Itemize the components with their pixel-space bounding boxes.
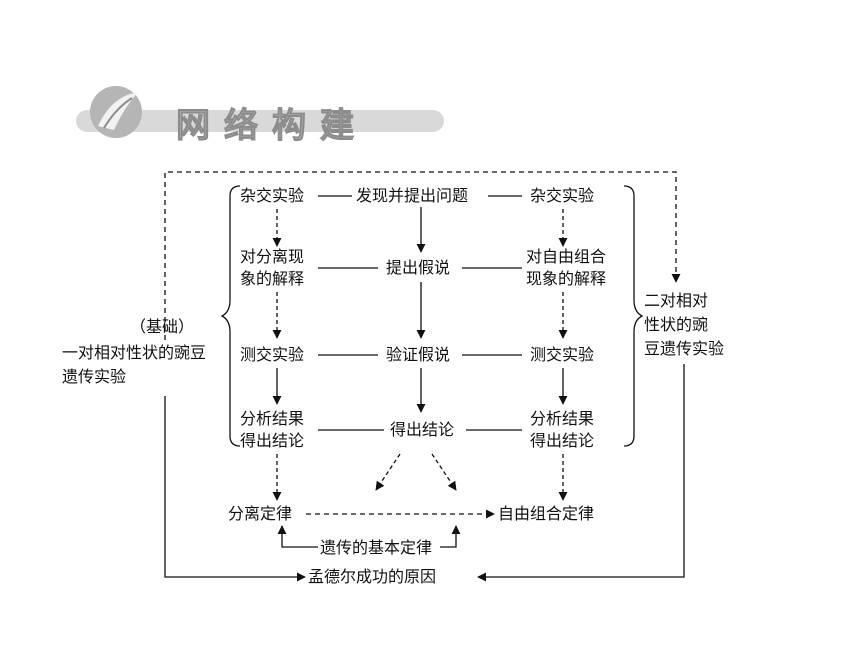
middle-conclusion: 得出结论: [390, 420, 455, 439]
mendel-success-reasons: 孟德尔成功的原因: [308, 567, 437, 586]
basis-label: （基础）: [130, 317, 195, 336]
independent-assortment-law: 自由组合定律: [498, 504, 595, 523]
basic-laws-of-heredity: 遗传的基本定律: [320, 538, 433, 557]
diag-arrow-right: [431, 453, 457, 491]
middle-hypothesis: 提出假说: [386, 258, 451, 277]
right-testcross-experiment: 测交实验: [530, 345, 595, 364]
one-pair-experiment-line1: 一对相对性状的豌豆: [62, 343, 207, 362]
diag-arrow-left: [375, 453, 401, 491]
right-analysis-line2: 得出结论: [530, 431, 595, 450]
two-pair-experiment-line3: 豆遗传实验: [644, 339, 725, 358]
left-analysis-line1: 分析结果: [240, 409, 305, 428]
right-explanation-line2: 现象的解释: [526, 269, 607, 288]
right-analysis-line1: 分析结果: [530, 409, 595, 428]
left-explanation-line2: 象的解释: [240, 269, 305, 288]
left-testcross-experiment: 测交实验: [240, 345, 305, 364]
page-title: 网络构建: [176, 106, 368, 147]
left-analysis-line2: 得出结论: [240, 431, 305, 450]
left-brace: [220, 185, 241, 447]
left-explanation-line1: 对分离现: [240, 247, 305, 266]
left-to-success-arrow: [164, 396, 306, 582]
two-pair-experiment-line1: 二对相对: [644, 291, 709, 310]
basic-laws-to-segregation: [277, 525, 318, 548]
right-brace: [623, 185, 644, 447]
basic-laws-to-combination: [440, 525, 461, 548]
top-dashed-connector: [164, 171, 681, 340]
left-cross-experiment: 杂交实验: [240, 186, 305, 205]
right-cross-experiment: 杂交实验: [530, 186, 595, 205]
segregation-law: 分离定律: [228, 504, 293, 523]
middle-pose-question: 发现并提出问题: [356, 186, 469, 205]
middle-verify-hypothesis: 验证假说: [386, 345, 451, 364]
right-to-success-arrow: [477, 364, 685, 582]
right-explanation-line1: 对自由组合: [526, 247, 607, 266]
section-banner: [76, 86, 444, 138]
one-pair-experiment-line2: 遗传实验: [62, 367, 127, 386]
two-pair-experiment-line2: 性状的豌: [644, 315, 709, 334]
